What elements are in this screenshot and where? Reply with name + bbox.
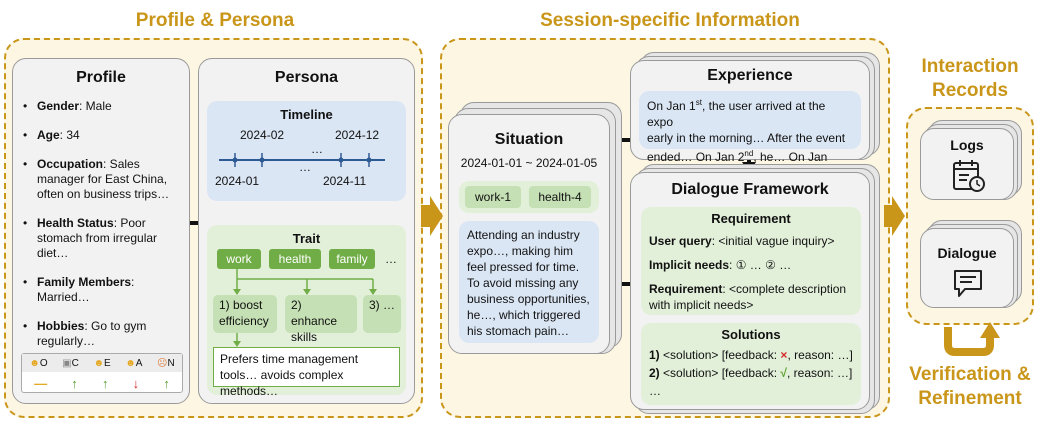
personality-traits-row: ☻O ▣C ☻E ☻A ☹N: [22, 354, 182, 372]
emoji-a-icon: ☻: [125, 357, 136, 369]
level-a: ↓: [132, 375, 140, 391]
level-c: ↑: [71, 375, 78, 391]
interaction-records-line2: Records: [931, 80, 1009, 101]
level-o: —: [34, 375, 48, 391]
timeline-label-2024-12: 2024-12: [335, 128, 380, 142]
dialogue-framework-title: Dialogue Framework: [671, 181, 829, 198]
persona-title: Persona: [274, 69, 339, 86]
dialogue-label: Dialogue: [937, 245, 997, 261]
gold-arrow-2: [884, 196, 905, 236]
verification-loop-arrow: [944, 327, 994, 356]
trait-sub-2: 2) enhance skills: [285, 295, 357, 344]
trait-down-arrow: [233, 333, 241, 347]
timeline-label-2024-01: 2024-01: [215, 174, 260, 188]
experience-text: On Jan 1st, the user arrived at the expo…: [639, 91, 861, 183]
emoji-e-icon: ☻: [93, 357, 104, 369]
level-n: ↑: [163, 375, 170, 391]
notebook-c-icon: ▣: [62, 357, 72, 369]
requirement-line-2: with implicit needs>: [649, 298, 754, 312]
profile-title: Profile: [76, 69, 126, 86]
feedback-check-icon: √: [780, 366, 788, 380]
requirement-title: Requirement: [711, 211, 791, 226]
trait-description: Prefers time management tools… avoids co…: [213, 347, 400, 398]
trait-sub-3: 3) …: [363, 295, 401, 333]
trait-box: Trait work health family … 1) boost effi…: [207, 225, 406, 398]
emoji-o-icon: ☻: [29, 357, 40, 369]
profile-item-occupation: Occupation: Sales manager for East China…: [23, 157, 185, 202]
trait-sub-1: 1) boost efficiency: [213, 295, 277, 333]
situation-panel: Situation 2024-01-01 ~ 2024-01-05 work-1…: [448, 114, 610, 354]
feedback-cross-icon: ×: [780, 348, 788, 362]
solution-1: 1) <solution> [feedback: ×, reason: …]: [649, 348, 853, 362]
persona-panel: Persona Timeline 2024-02 … 2024-12 2024-…: [198, 58, 415, 404]
profile-item-hobbies: Hobbies: Go to gym regularly…: [23, 319, 185, 349]
trait-o: ☻O: [29, 357, 48, 369]
trait-chip-health: health: [269, 249, 321, 269]
verification-loop-arrowhead: [980, 322, 1000, 338]
trait-title: Trait: [292, 231, 321, 246]
situation-date-range: 2024-01-01 ~ 2024-01-05: [460, 156, 598, 170]
profile-list: Gender: Male Age: 34 Occupation: Sales m…: [23, 99, 185, 388]
trait-e: ☻E: [93, 357, 111, 369]
requirement-line: Requirement: <complete description: [649, 282, 847, 296]
user-query-line: User query: <initial vague inquiry>: [649, 234, 835, 248]
timeline-label-ellipsis-bottom: …: [299, 160, 311, 174]
trait-chip-family: family: [329, 249, 375, 269]
interaction-records-title: Interaction Records: [900, 55, 1040, 103]
dialogue-card: Dialogue: [920, 228, 1014, 308]
experience-title: Experience: [707, 67, 793, 84]
profile-panel: Profile Gender: Male Age: 34 Occupation:…: [12, 58, 190, 404]
profile-item-family: Family Members: Married…: [23, 275, 185, 305]
situation-tags-box: work-1 health-4: [459, 181, 599, 213]
verification-line2: Refinement: [918, 388, 1022, 409]
profile-persona-title: Profile & Persona: [135, 10, 295, 31]
trait-n: ☹N: [157, 357, 175, 369]
trait-branches: [233, 269, 377, 295]
situation-tag-health: health-4: [529, 186, 591, 208]
timeline-box: Timeline 2024-02 … 2024-12 2024-01 … 202…: [207, 101, 406, 201]
timeline-label-2024-02: 2024-02: [240, 128, 285, 142]
experience-line-1: On Jan 1st, the user arrived at the expo: [647, 98, 826, 129]
timeline-label-ellipsis-top: …: [311, 142, 323, 156]
chat-bubble-icon: [954, 270, 982, 297]
timeline-axis: [219, 153, 385, 167]
timeline-title: Timeline: [280, 107, 333, 122]
verification-line1: Verification &: [909, 364, 1031, 385]
profile-item-health: Health Status: Poor stomach from irregul…: [23, 216, 185, 261]
situation-text: Attending an industry expo…, making him …: [459, 221, 599, 343]
dialogue-framework-panel: Dialogue Framework Requirement User quer…: [630, 172, 870, 410]
interaction-records-line1: Interaction: [921, 56, 1019, 77]
gold-arrow-1: [421, 196, 443, 236]
verification-title: Verification & Refinement: [895, 363, 1045, 411]
session-info-title: Session-specific Information: [540, 10, 800, 31]
emoji-n-icon: ☹: [157, 357, 168, 369]
trait-a: ☻A: [125, 357, 143, 369]
profile-item-age: Age: 34: [23, 128, 185, 143]
timeline-label-2024-11: 2024-11: [323, 174, 367, 188]
experience-line-2: early in the morning… After the event: [647, 131, 846, 145]
implicit-needs-line: Implicit needs: ① … ② …: [649, 258, 792, 272]
situation-title: Situation: [494, 131, 564, 148]
logs-card: Logs: [920, 128, 1014, 200]
requirement-box: Requirement User query: <initial vague i…: [641, 207, 861, 315]
trait-chip-more: …: [385, 252, 397, 266]
personality-levels-row: — ↑ ↑ ↓ ↑: [22, 373, 182, 393]
trait-chip-work: work: [217, 249, 261, 269]
trait-c: ▣C: [62, 357, 79, 369]
solutions-title: Solutions: [721, 327, 781, 342]
solutions-box: Solutions 1) <solution> [feedback: ×, re…: [641, 323, 861, 405]
level-e: ↑: [101, 375, 109, 391]
solutions-more: …: [649, 384, 661, 398]
situation-tag-work: work-1: [465, 186, 521, 208]
logs-label: Logs: [950, 137, 984, 153]
profile-item-gender: Gender: Male: [23, 99, 185, 114]
calendar-clock-icon: [953, 160, 985, 192]
personality-table: ☻O ▣C ☻E ☻A ☹N — ↑ ↑ ↓ ↑: [21, 353, 183, 393]
solution-2: 2) <solution> [feedback: √, reason: …]: [649, 366, 853, 380]
experience-panel: Experience On Jan 1st, the user arrived …: [630, 60, 870, 183]
